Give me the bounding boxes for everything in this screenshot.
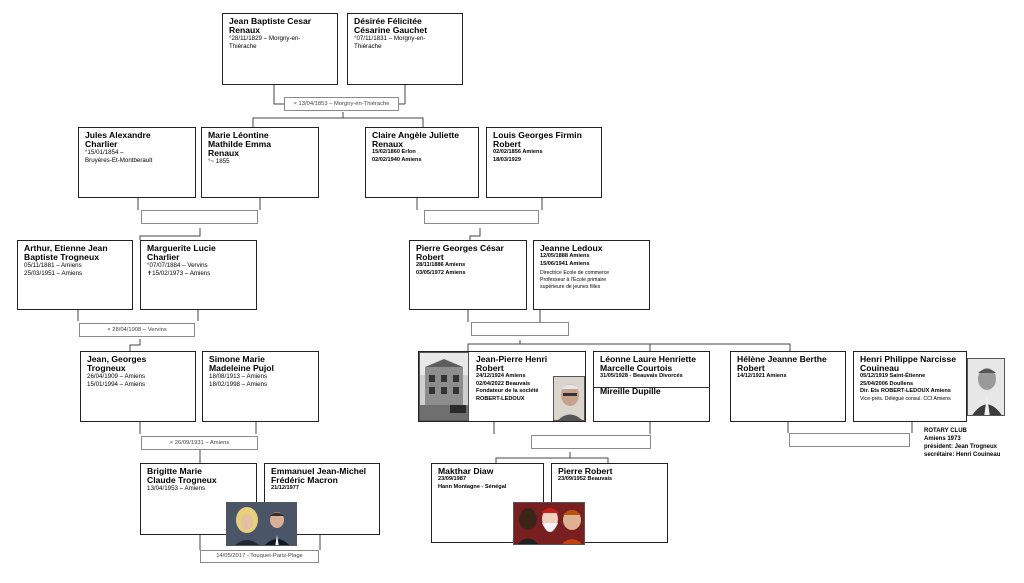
person-role: Directrice Ecole de commerce [540, 270, 610, 276]
person-jean-georges-trogneux[interactable]: Jean, Georges Trogneux 26/04/1909 – Amie… [80, 351, 196, 422]
person-name: Pierre Georges César Robert [416, 243, 504, 262]
person-detail: °~ 1855 [208, 158, 230, 165]
group-photo [513, 502, 585, 545]
person-detail: 21/12/1977 [271, 485, 299, 491]
portrait-photo [553, 376, 585, 421]
person-detail: 18/08/1913 – Amiens [209, 373, 268, 380]
union-label [531, 435, 651, 449]
person-name: Léonne Laure Henriette Marcelle Courtois [600, 354, 696, 373]
person-emmanuel-macron[interactable]: Emmanuel Jean-Michel Frédéric Macron 21/… [264, 463, 380, 535]
person-name: Brigitte Marie Claude Trogneux [147, 466, 217, 485]
person-simone-marie-pujol[interactable]: Simone Marie Madeleine Pujol 18/08/1913 … [202, 351, 319, 422]
person-role: supérieure de jeunes filles [540, 284, 601, 290]
building-photo [419, 352, 469, 421]
person-name: Jules Alexandre Charlier [85, 130, 151, 149]
person-claire-angele-juliette-renaux[interactable]: Claire Angèle Juliette Renaux 15/02/1860… [365, 127, 479, 198]
person-detail: °28/11/1829 – Morgny-en- Thiérache [229, 35, 301, 50]
person-name: Hélène Jeanne Berthe Robert [737, 354, 827, 373]
union-label: × 28/04/1908 – Vervins [79, 323, 195, 337]
union-label [471, 322, 569, 336]
person-detail: 25/04/2006 Doullens [860, 380, 914, 387]
person-detail: 23/09/1952 Beauvais [558, 476, 613, 482]
rotary-club-note: ROTARY CLUB Amiens 1973 président: Jean … [924, 428, 1001, 458]
union-label [141, 210, 258, 224]
person-arthur-etienne-trogneux[interactable]: Arthur, Etienne Jean Baptiste Trogneux 0… [17, 240, 133, 310]
person-role: Vice-prés. Délégué consul. CCI Amiens [860, 395, 951, 402]
person-name: Marguerite Lucie Charlier [147, 243, 216, 262]
person-name: Emmanuel Jean-Michel Frédéric Macron [271, 466, 367, 485]
person-detail: 25/03/1951 – Amiens [24, 269, 83, 277]
person-detail: Dir. Ets ROBERT-LEDOUX Amiens [860, 388, 951, 394]
person-detail: °15/01/1854 – Bruyères-Et-Montberault [85, 149, 153, 164]
person-name: Louis Georges Firmin Robert [493, 130, 582, 149]
person-name: Jean Baptiste Cesar Renaux [229, 16, 312, 35]
person-jeanne-ledoux[interactable]: Jeanne Ledoux 12/05/1888 Amiens 15/06/19… [533, 240, 650, 310]
person-helene-jeanne-robert[interactable]: Hélène Jeanne Berthe Robert 14/12/1921 A… [730, 351, 846, 422]
person-name: Pierre Robert [558, 466, 613, 476]
person-name: Claire Angèle Juliette Renaux [372, 130, 460, 149]
person-detail: 23/09/1987 [438, 476, 466, 482]
person-jean-baptiste-cesar-renaux[interactable]: Jean Baptiste Cesar Renaux °28/11/1829 –… [222, 13, 338, 85]
person-desiree-felicitee-cesarine-gauchet[interactable]: Désirée Félicitée Césarine Gauchet °07/1… [347, 13, 463, 85]
couple-photo [226, 502, 297, 546]
union-label: × 13/04/1853 – Morgny-en-Thiérache [284, 97, 399, 111]
person-detail: 05/12/1919 Saint-Étienne [860, 373, 926, 379]
person-detail: ✝15/02/1973 – Amiens [147, 269, 211, 277]
person-detail: °07/07/1884 – Vervins [147, 262, 208, 269]
person-detail: Hann Montagne - Sénégal [438, 483, 507, 490]
person-marguerite-lucie-charlier[interactable]: Marguerite Lucie Charlier °07/07/1884 – … [140, 240, 257, 310]
person-detail: 12/05/1888 Amiens [540, 253, 590, 259]
person-pierre-georges-cesar-robert[interactable]: Pierre Georges César Robert 28/11/1886 A… [409, 240, 527, 310]
person-detail: 24/12/1924 Amiens [476, 373, 526, 379]
person-detail: ROBERT-LEDOUX [476, 395, 525, 402]
person-detail: °07/11/1831 – Morgny-en- Thiérache [354, 35, 426, 50]
person-detail: 28/11/1886 Amiens [416, 262, 466, 268]
person-detail: 15/06/1941 Amiens [540, 260, 590, 267]
person-louis-georges-firmin-robert[interactable]: Louis Georges Firmin Robert 02/02/1856 A… [486, 127, 602, 198]
person-henri-philippe-couineau[interactable]: Henri Philippe Narcisse Couineau 05/12/1… [853, 351, 967, 422]
person-detail: 26/04/1909 – Amiens [87, 373, 146, 380]
person-detail: 31/05/1928 - Beauvais Divorcés [600, 373, 683, 379]
person-marie-leontine-renaux[interactable]: Marie Léontine Mathilde Emma Renaux °~ 1… [201, 127, 319, 198]
person-name: Henri Philippe Narcisse Couineau [860, 354, 956, 373]
person-detail: 13/04/1953 – Amiens [147, 485, 206, 492]
union-label: 14/05/2017 - Touquet-Paris-Plage [200, 550, 319, 563]
person-name: Makthar Diaw [438, 466, 494, 476]
person-detail: 02/02/1940 Amiens [372, 156, 422, 163]
person-name: Jean-Pierre Henri Robert [476, 354, 548, 373]
union-label: × 26/09/1931 – Amiens [141, 436, 258, 450]
portrait-photo [967, 358, 1005, 416]
person-detail: 18/02/1998 – Amiens [209, 380, 268, 388]
person-name: Mireille Dupille [600, 385, 661, 396]
person-detail: 15/01/1994 – Amiens [87, 380, 146, 388]
person-role: Professeur à l'Ecole primaire [540, 277, 607, 283]
person-jules-alexandre-charlier[interactable]: Jules Alexandre Charlier °15/01/1854 – B… [78, 127, 196, 198]
person-brigitte-marie-trogneux[interactable]: Brigitte Marie Claude Trogneux 13/04/195… [140, 463, 257, 535]
person-name: Simone Marie Madeleine Pujol [209, 354, 274, 373]
person-detail: 14/12/1921 Amiens [737, 373, 787, 379]
person-detail: 02/04/2022 Beauvais [476, 380, 531, 387]
person-leonne-laure-courtois[interactable]: Léonne Laure Henriette Marcelle Courtois… [593, 351, 710, 422]
person-name: Marie Léontine Mathilde Emma Renaux [208, 130, 272, 158]
divider [594, 387, 709, 388]
union-label [424, 210, 539, 224]
person-name: Jeanne Ledoux [540, 243, 603, 253]
person-detail: Fondateur de la société [476, 388, 539, 394]
person-detail: 03/05/1972 Amiens [416, 269, 466, 276]
union-label [789, 433, 910, 447]
person-detail: 02/02/1856 Amiens [493, 149, 543, 155]
person-name: Arthur, Etienne Jean Baptiste Trogneux [24, 243, 108, 262]
person-name: Jean, Georges Trogneux [87, 354, 147, 373]
person-detail: 05/11/1881 – Amiens [24, 262, 82, 269]
person-detail: 18/03/1929 [493, 156, 521, 163]
person-detail: 15/02/1860 Erlon [372, 149, 416, 155]
person-name: Désirée Félicitée Césarine Gauchet [354, 16, 428, 35]
